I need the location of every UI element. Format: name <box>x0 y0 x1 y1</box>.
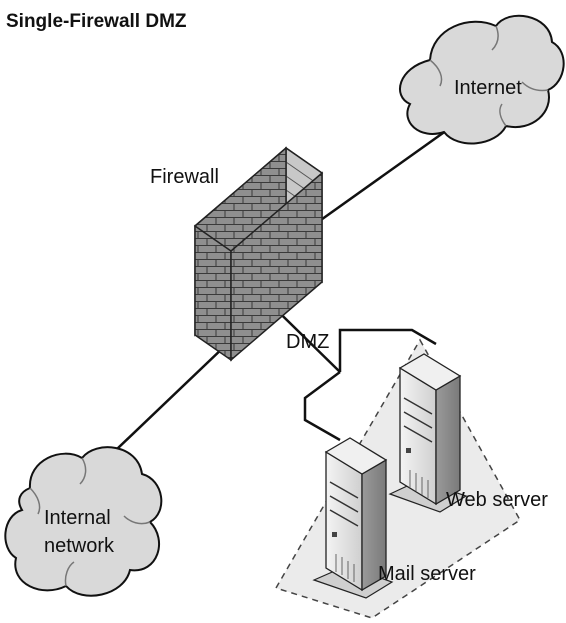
web-server: Web server <box>388 353 548 513</box>
link-dmz-mail-server <box>303 370 341 442</box>
web-server-label: Web server <box>446 489 548 511</box>
mail-server: Mail server <box>312 437 476 599</box>
mail-server-label: Mail server <box>378 563 476 585</box>
internet-label: Internet <box>454 77 522 99</box>
internal-network-label-line2: network <box>44 535 115 557</box>
firewall: Firewall <box>150 146 324 362</box>
cloud-icon <box>399 14 565 145</box>
internet-cloud: Internet <box>399 14 565 145</box>
firewall-label: Firewall <box>150 166 219 188</box>
tower-server-icon <box>312 437 394 599</box>
internal-network-cloud: Internal network <box>4 446 163 597</box>
internal-network-label-line1: Internal <box>44 507 111 529</box>
diagram-title: Single-Firewall DMZ <box>6 11 187 32</box>
firewall-brick-wall-icon <box>193 146 324 362</box>
link-dmz-web-server <box>338 328 437 372</box>
cloud-icon <box>4 446 163 597</box>
tower-server-icon <box>388 353 468 513</box>
link-firewall-internet <box>317 126 451 224</box>
dmz-label: DMZ <box>286 331 329 353</box>
